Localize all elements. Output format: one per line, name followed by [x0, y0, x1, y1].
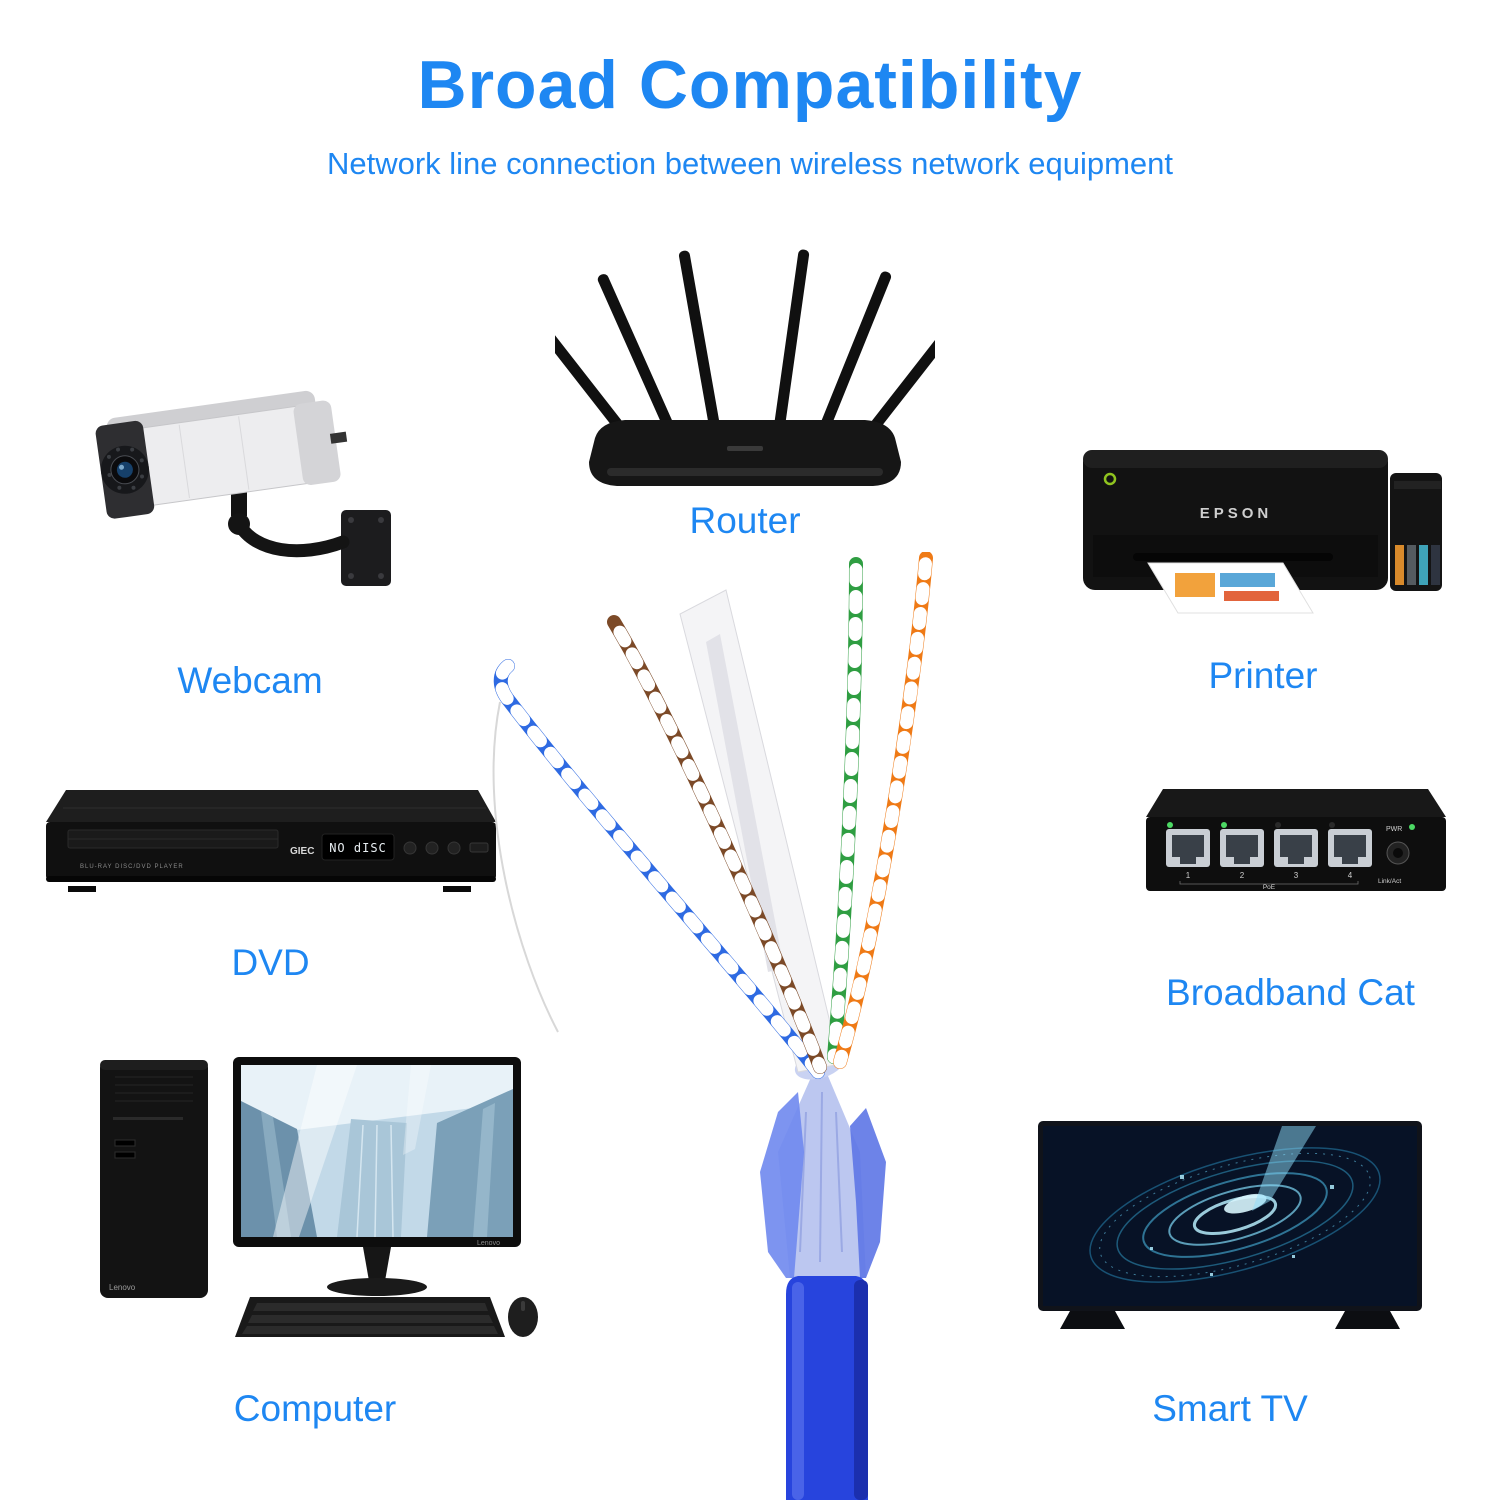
router-body: [589, 420, 901, 486]
svg-text:4: 4: [1348, 871, 1353, 880]
ir-led-array: [106, 447, 145, 490]
switch-illustration: 1 2 3 4 PoE PWR Link/Act: [1146, 789, 1446, 891]
tv-light-beam: [1252, 1126, 1316, 1211]
dvd-display-text: NO dISC: [329, 841, 387, 855]
svg-text:1: 1: [1186, 871, 1191, 880]
smart-tv-label: Smart TV: [1152, 1388, 1308, 1429]
usb-port: [469, 842, 489, 853]
printer-label: Printer: [1208, 655, 1318, 696]
keyboard: [235, 1297, 505, 1337]
camera-cable-gland: [329, 431, 348, 444]
printer-illustration: EPSON: [1083, 450, 1442, 614]
svg-text:3: 3: [1294, 871, 1299, 880]
dvd-display-window: [321, 833, 395, 861]
ink-tanks: [1394, 481, 1441, 585]
printed-art-3: [1224, 591, 1279, 601]
mouse: [508, 1297, 538, 1337]
printer-brand-text: EPSON: [1200, 505, 1273, 522]
cable-film-flap-right: [850, 1108, 886, 1278]
dvd-buttons: [403, 841, 461, 855]
computer-label: Computer: [233, 1388, 397, 1429]
router-front-vent: [607, 468, 883, 476]
twisted-pair-orange: [833, 552, 933, 1069]
tv-sparkles: [1150, 1175, 1334, 1276]
pc-tower: [100, 1060, 208, 1298]
webcam-illustration: [95, 390, 391, 586]
ethernet-port-4: [1328, 829, 1372, 867]
twisted-pair-brown: [607, 615, 827, 1074]
lens-glint: [119, 464, 125, 470]
dvd-brand-text: GIEC: [290, 846, 314, 857]
tv-light-swirl: [1089, 1147, 1381, 1283]
computer-illustration: Lenovo Lenovo: [100, 1057, 538, 1337]
mount-arm: [232, 517, 350, 558]
dvd-label: DVD: [231, 942, 310, 983]
printed-art-1: [1175, 573, 1215, 597]
wall-plate: [341, 510, 391, 586]
svg-text:2: 2: [1240, 871, 1245, 880]
tower-usb-ports: [114, 1139, 136, 1147]
tv-right-foot: [1335, 1311, 1400, 1329]
dvd-top-face: [46, 790, 496, 822]
cable-rip-cord: [492, 701, 559, 1033]
mount-pivot: [228, 513, 250, 535]
router-label: Router: [689, 500, 801, 541]
tv-screen: [1043, 1126, 1417, 1306]
paper-output-slot: [1133, 553, 1333, 561]
tower-vents: [115, 1076, 193, 1102]
switch-top-face: [1146, 789, 1446, 817]
monitor-base: [327, 1278, 427, 1296]
broadband-cat-label: Broadband Cat: [1166, 972, 1415, 1013]
printer-top-lid: [1083, 450, 1388, 468]
dvd-illustration: BLU-RAY DISC/DVD PLAYER GIEC NO dISC: [46, 790, 496, 892]
router-illustration: [555, 249, 935, 486]
linkact-label: Link/Act: [1378, 878, 1401, 885]
page-subtitle: Network line connection between wireless…: [326, 146, 1174, 181]
monitor-stand: [363, 1247, 391, 1281]
tower-brand-text: Lenovo: [109, 1283, 136, 1292]
ethernet-port-3: [1274, 829, 1318, 867]
camera-back-cap: [293, 400, 341, 485]
page-title: Broad Compatibility: [417, 47, 1083, 123]
cable-film-flap-left: [760, 1092, 804, 1278]
ethernet-port-1: [1166, 829, 1210, 867]
router-logo-mark: [727, 446, 763, 451]
ethernet-port-2: [1220, 829, 1264, 867]
webcam-label: Webcam: [177, 660, 323, 701]
cable-spline-fold: [706, 634, 784, 972]
twisted-pair-green: [827, 557, 863, 1064]
monitor-screen: [241, 1065, 513, 1238]
mount-post: [231, 488, 247, 516]
port-leds: [1167, 822, 1335, 828]
monitor-brand-text: Lenovo: [477, 1240, 500, 1247]
power-light: [1103, 472, 1117, 486]
router-antennas: [555, 249, 935, 435]
ethernet-cable-illustration: [492, 552, 933, 1500]
dvd-panel-text: BLU-RAY DISC/DVD PLAYER: [80, 864, 184, 870]
cable-jacket: [786, 1276, 868, 1500]
poe-label: PoE: [1263, 884, 1276, 891]
port-numbers: 1 2 3 4: [1186, 871, 1353, 880]
smart-tv-illustration: [1038, 1121, 1422, 1329]
pwr-led: [1409, 824, 1415, 830]
camera-body-group: [95, 390, 348, 519]
tv-left-foot: [1060, 1311, 1125, 1329]
printed-art-2: [1220, 573, 1275, 587]
twisted-pair-blue: [493, 659, 825, 1079]
pwr-label: PWR: [1386, 826, 1402, 833]
